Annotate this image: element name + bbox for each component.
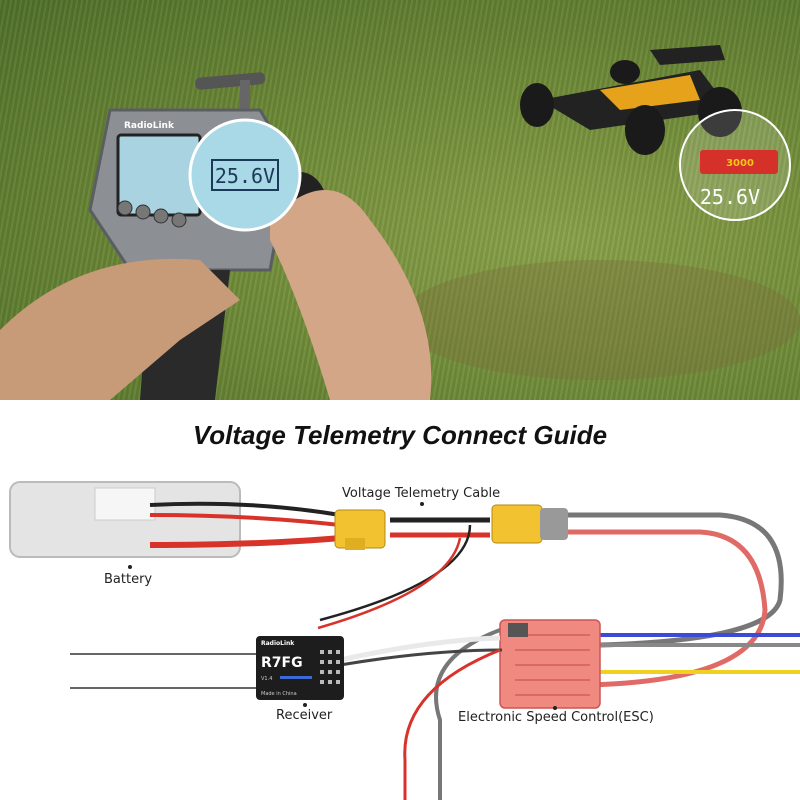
transmitter-brand: RadioLink	[124, 121, 175, 131]
receiver-model: R7FG	[261, 655, 303, 671]
xt60-connector-left	[334, 509, 386, 550]
dirt-patch	[400, 260, 800, 380]
telemetry-wire-red	[317, 537, 462, 630]
receiver-brand: RadioLink	[261, 640, 295, 647]
hand-left	[0, 258, 240, 400]
xt60-connector-right	[491, 504, 568, 544]
receiver-version: V1.4	[261, 676, 272, 682]
transmitter-voltage-readout: 25.6V	[215, 164, 275, 188]
label-telemetry-cable: Voltage Telemetry Cable	[342, 486, 501, 501]
battery-callout: 3000 25.6V	[679, 109, 791, 221]
label-battery: Battery	[104, 572, 153, 587]
guide-title: Voltage Telemetry Connect Guide	[192, 420, 608, 450]
label-receiver: Receiver	[276, 708, 333, 723]
voltage-magnifier-callout: 25.6V	[188, 118, 302, 232]
wiring-diagram: RadioLink R7FG V1.4 Made in China	[9, 481, 800, 800]
label-esc: Electronic Speed Control(ESC)	[458, 710, 654, 725]
receiver-made-in: Made in China	[261, 691, 297, 697]
battery-capacity-label: 3000	[726, 158, 754, 169]
antenna	[195, 72, 266, 90]
rear-wing	[650, 45, 725, 65]
battery-voltage-readout: 25.6V	[700, 185, 760, 209]
receiver: RadioLink R7FG V1.4 Made in China	[256, 636, 344, 700]
photo-scene: RadioLink 25.6V 3000 25.6V	[0, 45, 800, 400]
transmitter: RadioLink	[0, 72, 432, 400]
esc	[499, 619, 601, 709]
product-photo: RadioLink 25.6V 3000 25.6V	[0, 0, 800, 400]
battery	[9, 481, 241, 558]
hand-right	[270, 190, 432, 400]
